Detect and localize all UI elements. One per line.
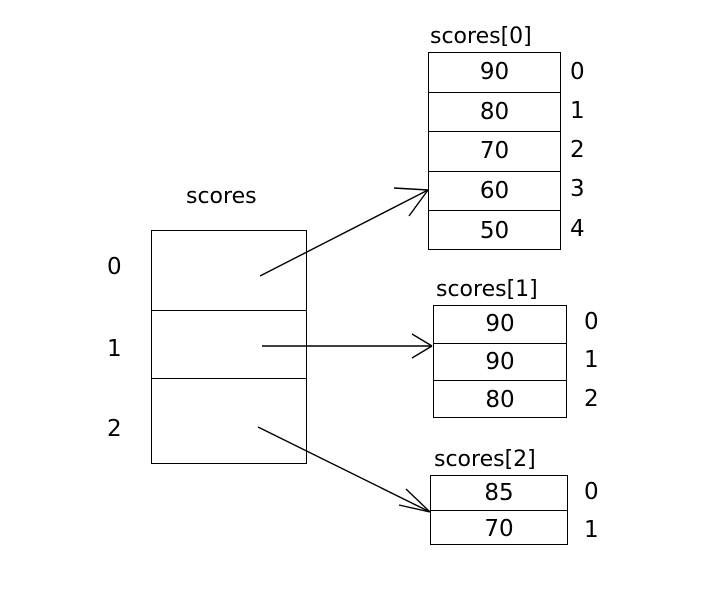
subarray-1-index-1: 1	[584, 347, 599, 373]
subarray-0-cell-4: 50	[479, 218, 510, 245]
subarray-2-label: scores[2]	[434, 447, 536, 472]
subarray-0-cell-3: 60	[429, 172, 560, 212]
subarray-0-cell-1: 80	[429, 93, 560, 133]
subarray-0-index-3: 3	[570, 176, 585, 202]
subarray-2-cell-0: 85	[431, 476, 567, 511]
parent-index-0: 0	[107, 254, 122, 280]
parent-cell-0	[152, 231, 306, 311]
subarray-0-label: scores[0]	[430, 24, 532, 49]
subarray-1-box: 90 90 80	[433, 305, 567, 418]
subarray-0-box: 90 80 70 60 50	[428, 52, 561, 250]
parent-array-label: scores	[186, 184, 257, 209]
subarray-0-cell-2: 70	[429, 132, 560, 172]
parent-index-2: 2	[107, 416, 122, 442]
subarray-1-cell-1: 90	[434, 344, 566, 382]
parent-index-1: 1	[107, 336, 122, 362]
subarray-0-index-2: 2	[570, 137, 585, 163]
subarray-2-index-0: 0	[584, 479, 599, 505]
subarray-0-cell-0: 90	[429, 53, 560, 93]
subarray-2-cell-1: 70	[484, 515, 514, 542]
subarray-2-box: 85 70	[430, 475, 568, 545]
parent-cell-1	[152, 311, 306, 379]
parent-cell-2	[152, 379, 306, 463]
subarray-1-index-2: 2	[584, 386, 599, 412]
subarray-1-label: scores[1]	[436, 277, 538, 302]
parent-array-box	[151, 230, 307, 464]
subarray-2-index-1: 1	[584, 517, 599, 543]
subarray-0-index-1: 1	[570, 98, 585, 124]
subarray-1-cell-2: 80	[485, 386, 515, 413]
subarray-0-index-4: 4	[570, 216, 585, 242]
subarray-1-cell-0: 90	[434, 306, 566, 344]
subarray-1-index-0: 0	[584, 309, 599, 335]
subarray-0-index-0: 0	[570, 59, 585, 85]
